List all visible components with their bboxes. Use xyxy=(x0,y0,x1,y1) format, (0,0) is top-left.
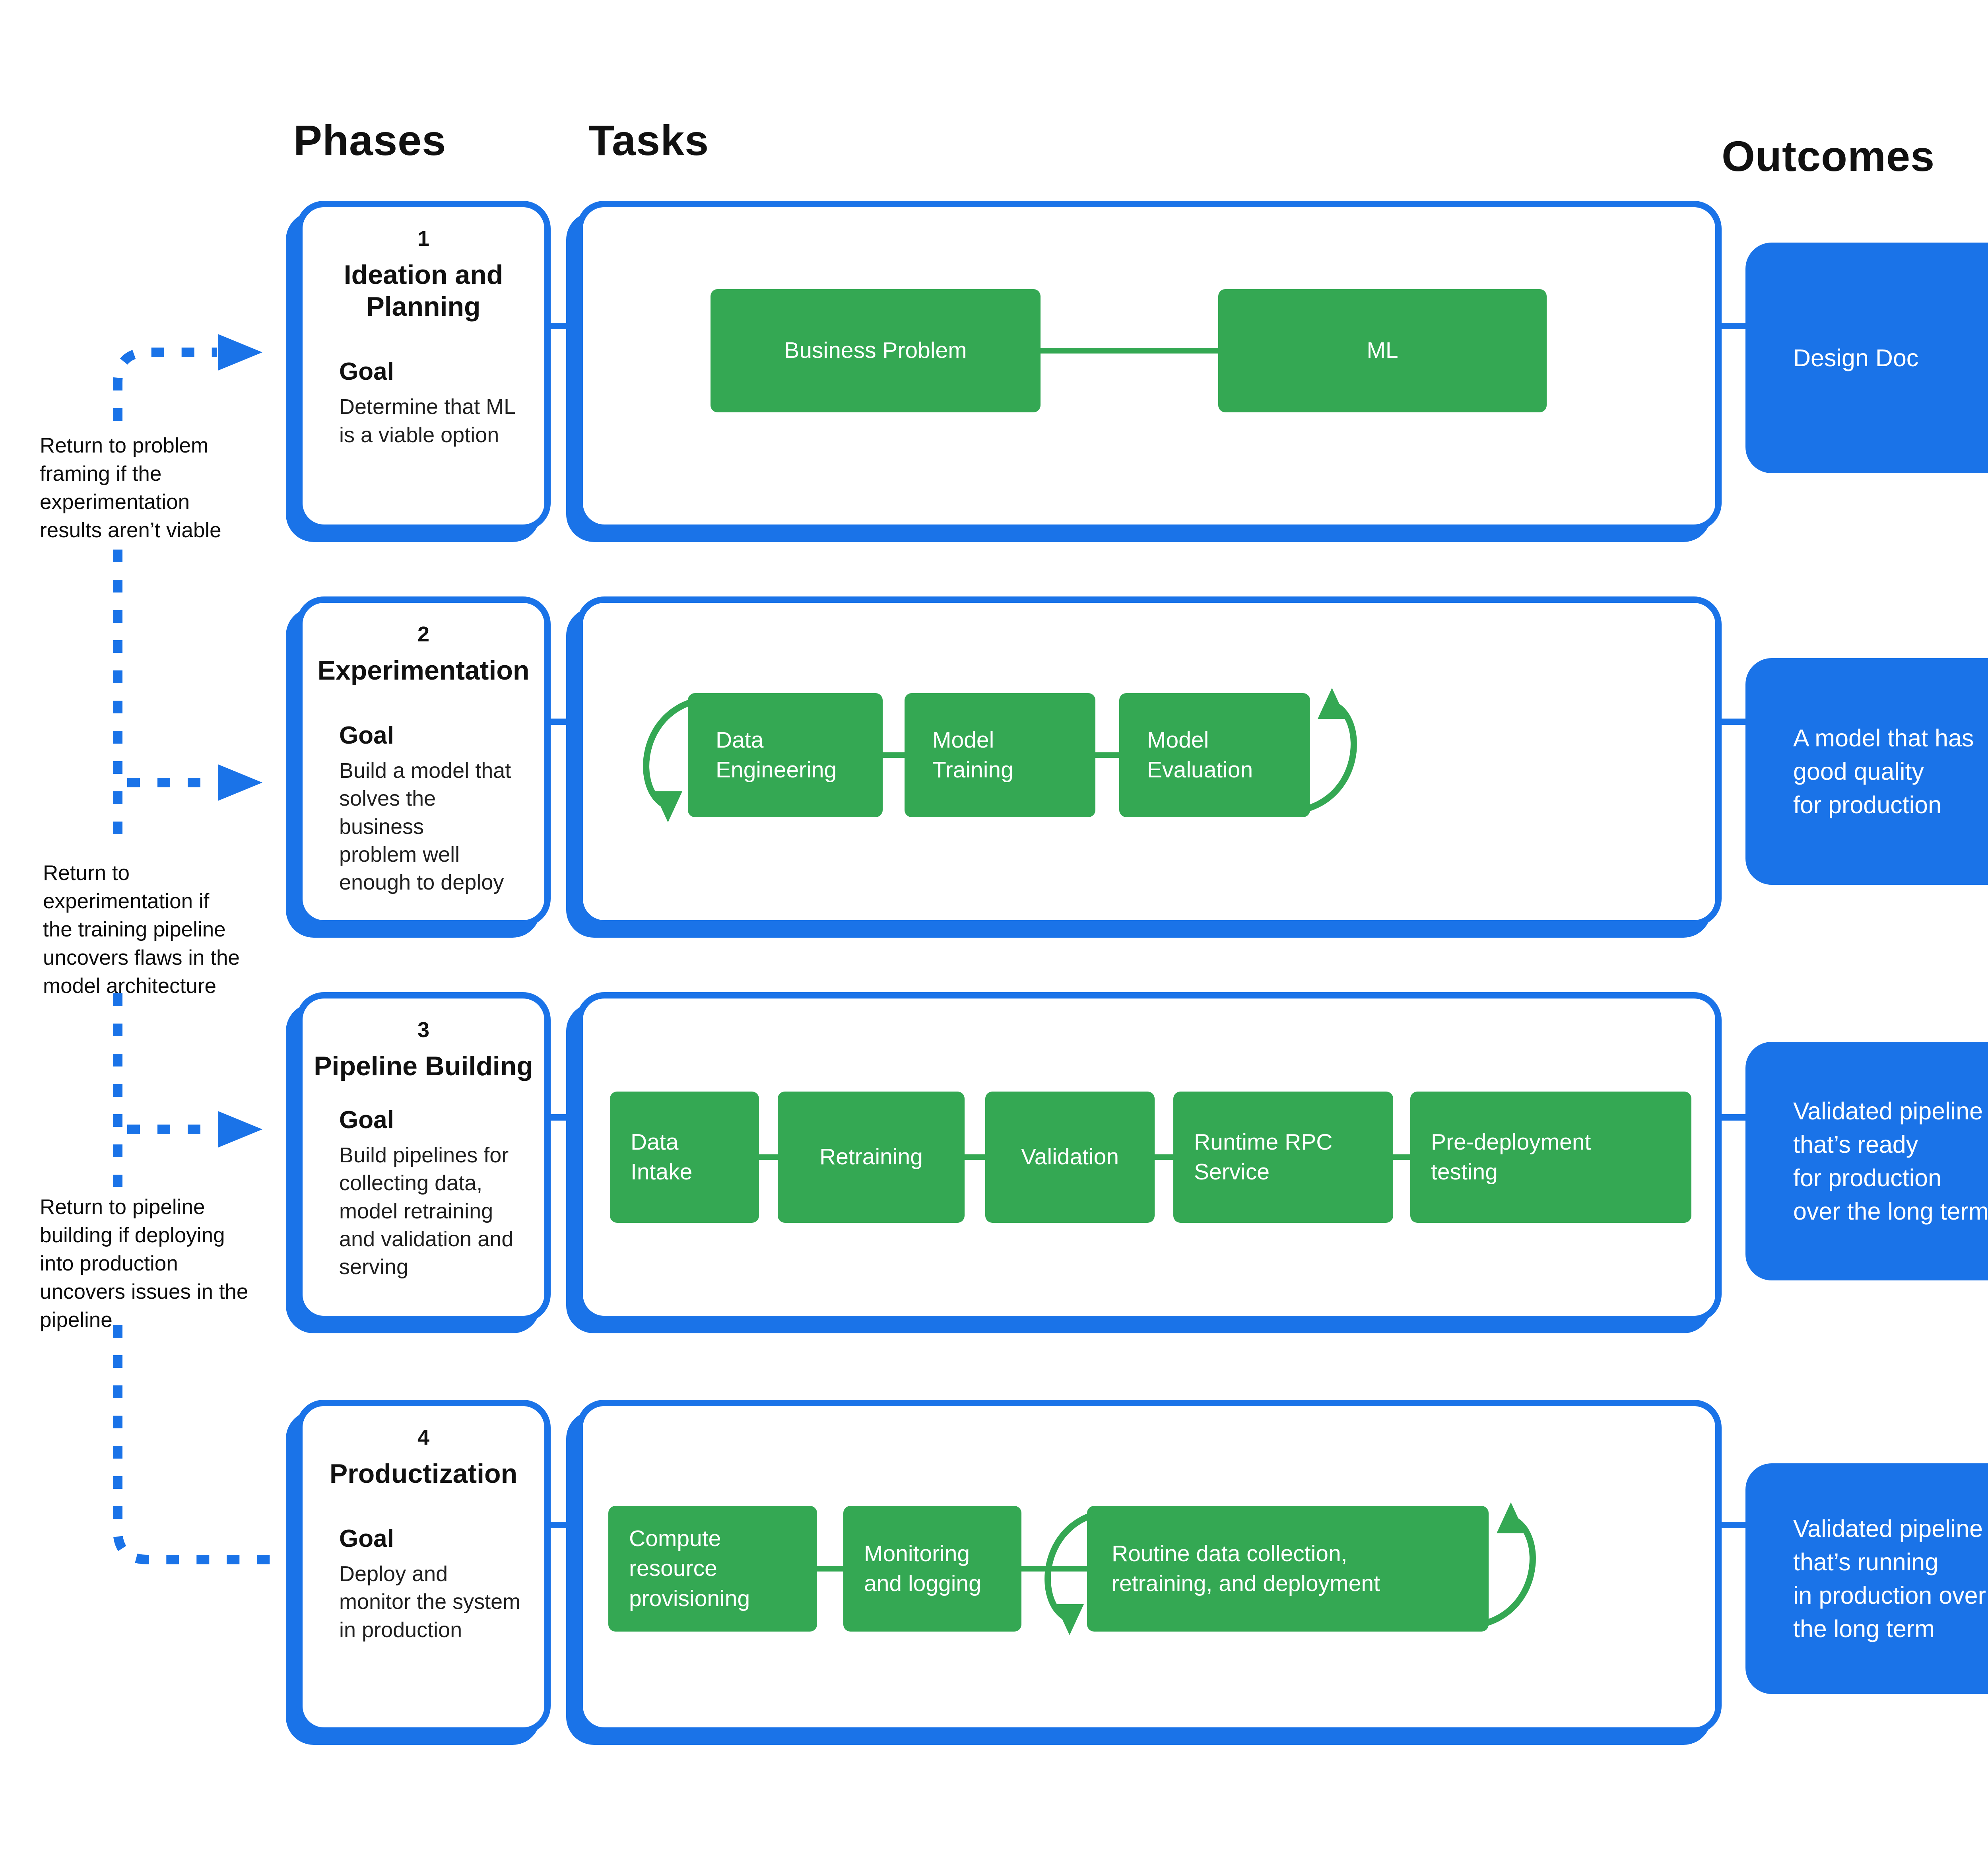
task-data-intake: Data Intake xyxy=(610,1092,759,1223)
annotation-return-to-experimentation: Return to experimentation if the trainin… xyxy=(43,861,240,998)
phase-card-experimentation: 2 Experimentation Goal Build a model tha… xyxy=(296,596,551,927)
task-routine-data-collection: Routine data collection, retraining, and… xyxy=(1087,1506,1489,1632)
dashed-feedback-line xyxy=(113,1325,291,1564)
arrow-right-icon xyxy=(218,1111,262,1148)
tasks-column-header: Tasks xyxy=(588,116,709,164)
dashed-feedback-line xyxy=(113,348,217,421)
goal-text: Deploy and monitor the system in product… xyxy=(339,1562,521,1642)
task-runtime-rpc-service: Runtime RPC Service xyxy=(1173,1092,1393,1223)
task-business-problem: Business Problem xyxy=(711,289,1041,412)
phase-title: Experimentation xyxy=(317,655,530,686)
phase-goal: Goal Build pipelines for collecting data… xyxy=(303,1106,533,1281)
outcome-validated-pipeline-ready: Validated pipeline that’s ready for prod… xyxy=(1745,1042,1988,1280)
task-data-engineering: Data Engineering xyxy=(688,693,883,817)
goal-label: Goal xyxy=(339,358,394,386)
outcome-validated-pipeline-running: Validated pipeline that’s running in pro… xyxy=(1745,1463,1988,1694)
phase-goal: Goal Build a model that solves the busin… xyxy=(303,721,544,896)
annotation-return-to-pipeline-building: Return to pipeline building if deploying… xyxy=(40,1195,248,1332)
phase-card-productization: 4 Productization Goal Deploy and monitor… xyxy=(296,1400,551,1734)
task-model-evaluation: Model Evaluation xyxy=(1119,693,1310,817)
task-model-training: Model Training xyxy=(905,693,1095,817)
phase-number: 3 xyxy=(417,1018,430,1042)
phase-title: Productization xyxy=(329,1459,518,1489)
phase-number: 1 xyxy=(417,227,430,251)
annotation-return-to-problem-framing: Return to problem framing if the experim… xyxy=(40,434,221,542)
outcomes-column-header: Outcomes xyxy=(1722,132,1935,180)
task-monitoring-and-logging: Monitoring and logging xyxy=(843,1506,1021,1632)
phases-column-header: Phases xyxy=(293,116,447,164)
task-pre-deployment-testing: Pre-deployment testing xyxy=(1410,1092,1691,1223)
phase-goal: Goal Deploy and monitor the system in pr… xyxy=(303,1525,540,1644)
goal-text: Determine that ML is a viable option xyxy=(339,395,516,447)
goal-label: Goal xyxy=(339,1525,394,1553)
goal-text: Build a model that solves the business p… xyxy=(339,759,511,894)
arrow-right-icon xyxy=(218,764,262,801)
task-retraining: Retraining xyxy=(778,1092,965,1223)
phase-number: 4 xyxy=(417,1426,430,1449)
phase-title: Ideation and Planning xyxy=(344,260,503,322)
task-compute-resource-provisioning: Compute resource provisioning xyxy=(608,1506,817,1632)
arrow-right-icon xyxy=(218,334,262,371)
phase-number: 2 xyxy=(417,622,430,646)
goal-label: Goal xyxy=(339,1106,394,1134)
phase-goal: Goal Determine that ML is a viable optio… xyxy=(303,357,536,449)
phase-title: Pipeline Building xyxy=(314,1051,533,1081)
outcome-model-good-quality: A model that has good quality for produc… xyxy=(1745,658,1988,885)
phase-card-ideation-planning: 1 Ideation and Planning Goal Determine t… xyxy=(296,201,551,531)
goal-label: Goal xyxy=(339,722,394,750)
goal-text: Build pipelines for collecting data, mod… xyxy=(339,1143,514,1279)
task-validation: Validation xyxy=(985,1092,1155,1223)
outcome-design-doc: Design Doc xyxy=(1745,243,1988,473)
phase-card-pipeline-building: 3 Pipeline Building Goal Build pipelines… xyxy=(296,992,551,1322)
task-ml: ML xyxy=(1218,289,1547,412)
